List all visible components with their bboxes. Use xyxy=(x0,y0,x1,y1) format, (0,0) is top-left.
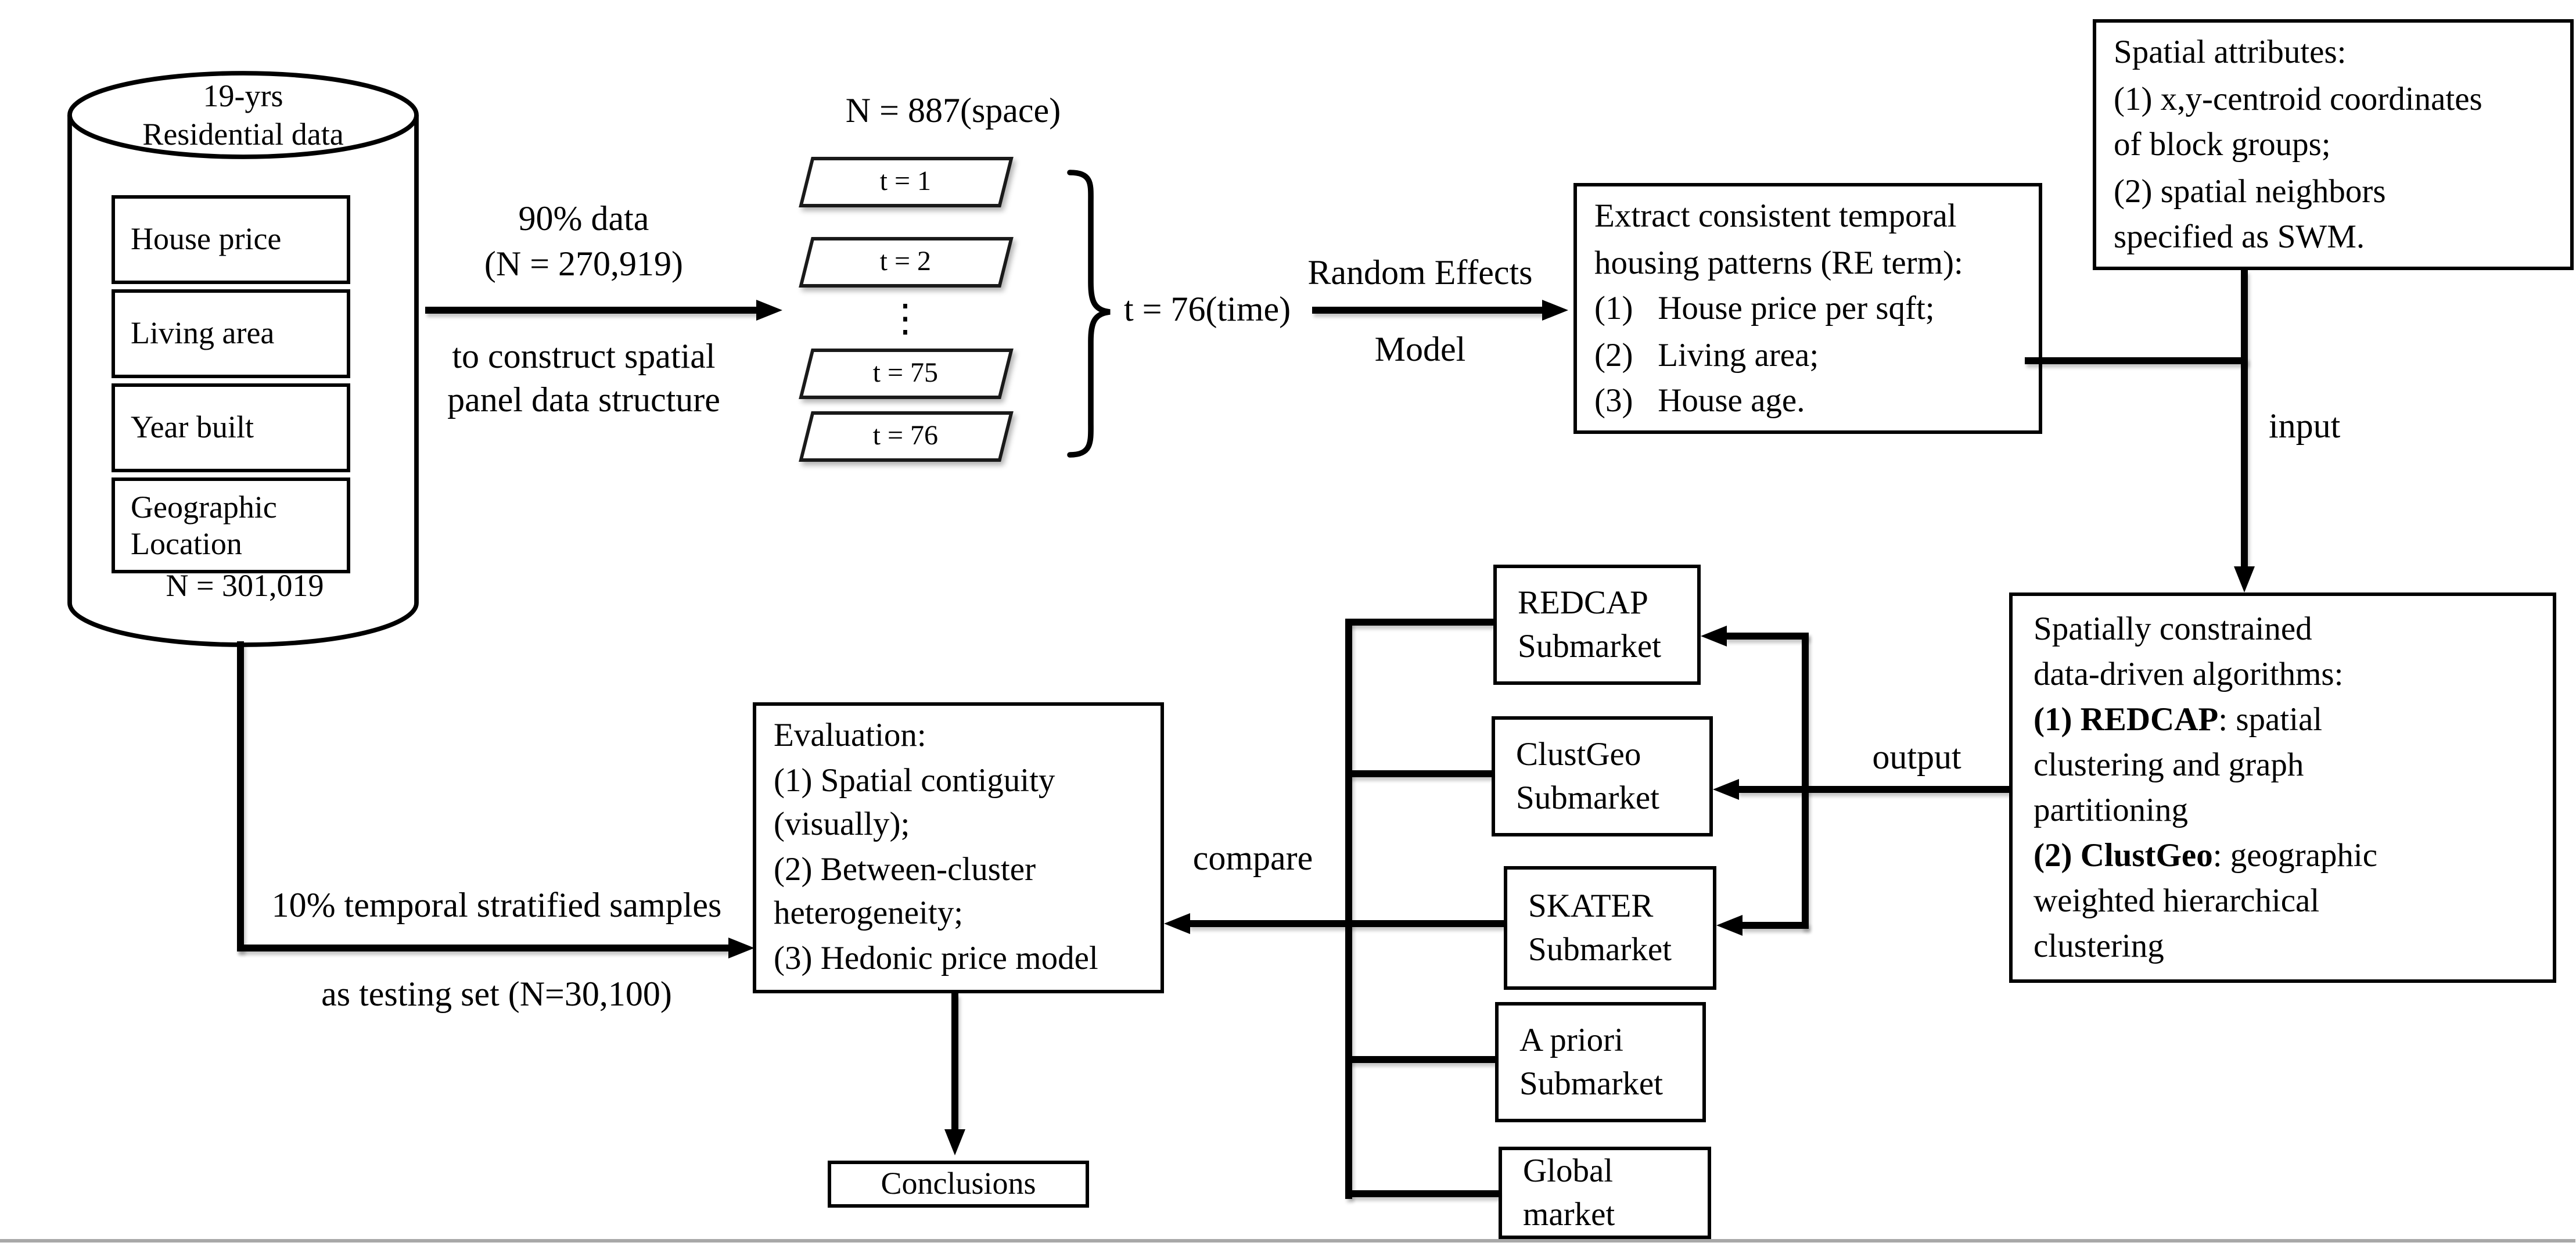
compare-stub-global xyxy=(1349,1190,1499,1197)
submarket-clustgeo: ClustGeo Submarket xyxy=(1492,716,1713,836)
text-line: clustering xyxy=(2034,929,2164,965)
arrow-test-split xyxy=(237,945,728,951)
train-split-note2: panel data structure xyxy=(447,382,720,420)
text-line: (2) Living area; xyxy=(1594,337,1819,374)
panel-time-label: t = 76(time) xyxy=(1124,291,1291,329)
text-line: Evaluation: xyxy=(774,718,926,755)
panel-slice-t75: t = 75 xyxy=(799,349,1014,399)
submarket-skater: SKATER Submarket xyxy=(1504,866,1716,990)
submarket-global: Global market xyxy=(1499,1147,1711,1239)
output-label: output xyxy=(1872,739,1961,777)
test-split-line-vertical xyxy=(237,641,244,951)
evaluation-box: Evaluation: (1) Spatial contiguity (visual… xyxy=(753,702,1164,993)
arrow-conclusions-head xyxy=(943,1129,965,1155)
arrow-conclusions xyxy=(951,993,958,1129)
text-line: (1) x,y-centroid coordinates xyxy=(2114,81,2482,118)
text-line: weighted hierarchical xyxy=(2034,884,2320,920)
panel-ellipsis: ⋮ xyxy=(886,296,926,340)
field-year-built: Year built xyxy=(112,383,350,472)
submarket-redcap: REDCAP Submarket xyxy=(1493,565,1701,685)
algorithms-box: Spatially constrained data-driven algorit… xyxy=(2009,593,2556,983)
panel-slice-t2: t = 2 xyxy=(799,237,1014,288)
train-split-n: (N = 270,919) xyxy=(484,246,684,284)
text-line: Extract consistent temporal xyxy=(1594,199,1957,235)
panel-slice-t1: t = 1 xyxy=(799,157,1014,207)
text-line: of block groups; xyxy=(2114,127,2331,164)
time-brace xyxy=(1067,170,1111,458)
arrow-output-redcap xyxy=(1725,633,1809,640)
panel-slice-t76: t = 76 xyxy=(799,411,1014,462)
database-count: N = 301,019 xyxy=(166,568,324,603)
compare-stub-redcap xyxy=(1349,619,1493,626)
conclusions-box: Conclusions xyxy=(828,1161,1089,1208)
text-line: (2) spatial neighbors xyxy=(2114,173,2386,210)
extract-patterns-box: Extract consistent temporal housing patte… xyxy=(1573,183,2042,434)
text-line: clustering and graph xyxy=(2034,748,2304,784)
field-living-area: Living area xyxy=(112,289,350,378)
text-line: (visually); xyxy=(774,807,910,843)
text-line: (2) Between-cluster xyxy=(774,851,1036,888)
input-label: input xyxy=(2269,408,2341,446)
database-title-line1: 19-yrs xyxy=(203,78,283,113)
arrow-compare-head xyxy=(1164,912,1190,933)
arrow-input xyxy=(2241,270,2248,566)
train-split-note1: to construct spatial xyxy=(452,338,716,376)
text-line: heterogeneity; xyxy=(774,896,964,932)
panel-space-label: N = 887(space) xyxy=(845,92,1061,131)
train-split-pct: 90% data xyxy=(518,200,649,239)
arrow-compare xyxy=(1188,920,1504,927)
text-line: specified as SWM. xyxy=(2114,220,2365,256)
database-title-line2: Residential data xyxy=(142,117,344,152)
arrow-test-split-head xyxy=(728,936,755,958)
text-line: (3) House age. xyxy=(1594,383,1805,420)
test-split-line2: as testing set (N=30,100) xyxy=(321,976,672,1014)
text-line: (3) Hedonic price model xyxy=(774,940,1098,977)
text-line: partitioning xyxy=(2034,793,2188,830)
arrow-output-clustgeo xyxy=(1737,786,2009,793)
output-spine xyxy=(1802,633,1809,929)
text-line: (1) REDCAP: spatial xyxy=(2034,702,2323,739)
text-line: housing patterns (RE term): xyxy=(1594,245,1963,282)
compare-stub-apriori xyxy=(1349,1056,1495,1063)
field-house-price: House price xyxy=(112,195,350,284)
arrow-output-clustgeo-head xyxy=(1713,778,1739,799)
text-line: (2) ClustGeo: geographic xyxy=(2034,838,2378,875)
text-line: (1) Spatial contiguity xyxy=(774,762,1055,799)
text-line: Spatially constrained xyxy=(2034,612,2312,648)
compare-label: compare xyxy=(1192,840,1313,878)
re-model-line2: Model xyxy=(1374,331,1466,369)
arrow-output-skater-head xyxy=(1716,914,1743,935)
arrow-re-model xyxy=(1312,307,1542,314)
connector-extract-to-input xyxy=(2025,357,2248,364)
submarket-apriori: A priori Submarket xyxy=(1495,1002,1706,1122)
text-line: (1) House price per sqft; xyxy=(1594,291,1935,328)
arrow-train-split-head xyxy=(756,299,782,320)
field-geographic-location: Geographic Location xyxy=(112,477,350,573)
text-line: Spatial attributes: xyxy=(2114,35,2347,71)
compare-spine xyxy=(1345,619,1352,1199)
arrow-output-redcap-head xyxy=(1701,624,1727,646)
arrow-input-head xyxy=(2233,566,2254,593)
arrow-output-skater xyxy=(1741,922,1809,929)
text-line: data-driven algorithms: xyxy=(2034,657,2344,694)
compare-stub-clustgeo xyxy=(1349,770,1492,777)
bottom-rule xyxy=(0,1239,2575,1243)
re-model-line1: Random Effects xyxy=(1307,254,1533,293)
spatial-attributes-box: Spatial attributes: (1) x,y-centroid coor… xyxy=(2093,19,2574,270)
arrow-re-model-head xyxy=(1542,299,1568,320)
arrow-train-split xyxy=(425,307,756,314)
test-split-line1: 10% temporal stratified samples xyxy=(271,887,722,925)
